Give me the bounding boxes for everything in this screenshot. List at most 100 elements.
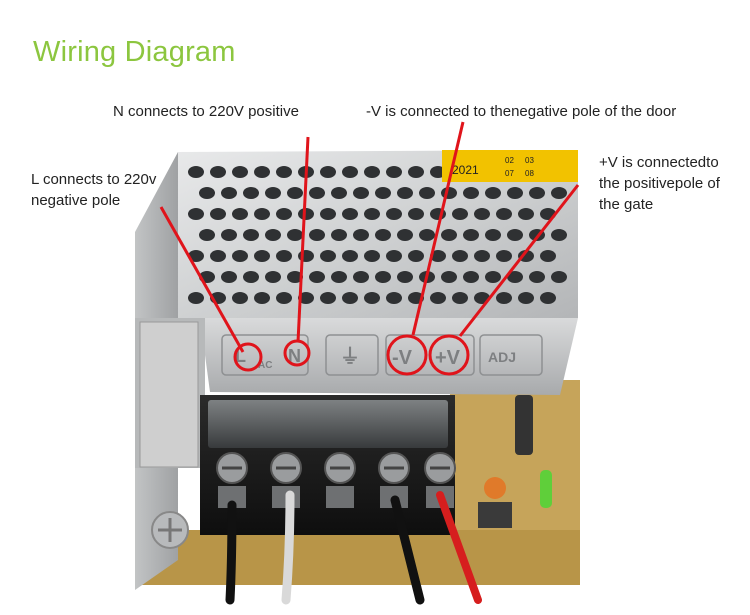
vent-hole — [287, 229, 303, 241]
adj-emboss-box — [479, 334, 543, 376]
vent-hole — [408, 250, 424, 262]
vent-hole — [243, 229, 259, 241]
label-vpos-line2: the positivepole of — [599, 175, 720, 192]
label-l-line1: L connects to 220v — [31, 171, 157, 188]
vent-hole — [397, 187, 413, 199]
vent-hole — [199, 229, 215, 241]
wire-l — [225, 500, 237, 605]
vent-hole — [188, 166, 204, 178]
v-emboss-box — [385, 334, 475, 376]
vent-hole — [419, 187, 435, 199]
vent-hole — [386, 292, 402, 304]
vent-hole — [463, 271, 479, 283]
vent-hole — [518, 292, 534, 304]
vent-hole — [452, 292, 468, 304]
vent-hole — [364, 250, 380, 262]
label-l-line2: negative pole — [31, 192, 121, 209]
pointer-v-positive-circle — [428, 334, 470, 376]
pointer-l-circle — [233, 342, 263, 372]
vent-hole — [397, 229, 413, 241]
terminal-v-positive-symbol: +V — [435, 347, 461, 369]
vent-hole — [232, 250, 248, 262]
vent-hole — [320, 250, 336, 262]
vent-hole — [364, 208, 380, 220]
vent-hole — [485, 229, 501, 241]
vent-hole — [507, 229, 523, 241]
vent-hole — [199, 187, 215, 199]
wire-n — [281, 490, 295, 605]
vent-hole — [287, 187, 303, 199]
vent-hole — [529, 187, 545, 199]
vent-hole — [254, 250, 270, 262]
vent-hole — [485, 187, 501, 199]
vent-hole — [265, 271, 281, 283]
vent-hole — [320, 292, 336, 304]
sticker-year: 2021 — [452, 163, 479, 177]
vent-hole — [364, 166, 380, 178]
terminal-clamp — [218, 486, 246, 508]
vent-hole — [452, 250, 468, 262]
vent-hole — [419, 229, 435, 241]
vent-hole — [485, 271, 501, 283]
vent-hole — [441, 271, 457, 283]
vent-hole — [221, 187, 237, 199]
vent-hole — [232, 166, 248, 178]
vent-hole — [375, 229, 391, 241]
terminal-cover — [208, 400, 448, 448]
vent-hole — [529, 271, 545, 283]
vent-hole — [188, 208, 204, 220]
pointer-n-line — [296, 136, 310, 343]
vent-hole — [254, 166, 270, 178]
vent-hole — [276, 292, 292, 304]
wire-v-negative — [390, 495, 425, 605]
wire-v-positive — [436, 491, 482, 604]
label-v-negative: -V is connected to thenegative pole of t… — [366, 103, 677, 120]
vent-hole — [254, 292, 270, 304]
sticker-code-a: 02 — [505, 156, 514, 165]
vent-hole — [353, 187, 369, 199]
vent-hole — [320, 166, 336, 178]
pointer-l-line — [159, 206, 245, 353]
ventilation-holes — [188, 166, 567, 304]
pointer-v-positive-line — [458, 184, 580, 337]
label-n-terminal: N connects to 220V positive — [113, 103, 299, 120]
vent-hole — [331, 187, 347, 199]
vent-hole — [386, 250, 402, 262]
vent-hole — [243, 271, 259, 283]
sticker-code-c: 07 — [505, 169, 514, 178]
vent-hole — [342, 166, 358, 178]
vent-hole — [276, 208, 292, 220]
vent-hole — [496, 250, 512, 262]
vent-hole — [507, 271, 523, 283]
vent-hole — [375, 187, 391, 199]
pointer-v-negative-line — [411, 121, 465, 336]
pointer-n-circle — [283, 339, 311, 367]
terminal-block — [200, 395, 456, 535]
vent-hole — [309, 187, 325, 199]
vent-hole — [221, 271, 237, 283]
vent-hole — [254, 208, 270, 220]
vent-hole — [474, 250, 490, 262]
vent-hole — [375, 271, 391, 283]
ground-icon: ⏚ — [340, 345, 360, 368]
vent-hole — [441, 229, 457, 241]
vent-hole — [474, 208, 490, 220]
vent-hole — [551, 187, 567, 199]
vent-hole — [463, 229, 479, 241]
vent-hole — [320, 208, 336, 220]
vent-hole — [210, 166, 226, 178]
vent-hole — [243, 187, 259, 199]
warning-label — [139, 321, 199, 468]
label-l-terminal: L connects to 220v negative pole — [31, 169, 181, 211]
terminal-clamp — [326, 486, 354, 508]
terminal-v-negative-symbol: -V — [392, 347, 413, 369]
vent-hole — [287, 271, 303, 283]
vent-hole — [276, 166, 292, 178]
pointer-annotations — [159, 121, 580, 376]
pcb-board — [140, 380, 580, 585]
vent-hole — [551, 229, 567, 241]
label-v-positive: +V is connectedto the positivepole of th… — [599, 152, 739, 215]
vent-hole — [518, 208, 534, 220]
vent-hole — [463, 187, 479, 199]
